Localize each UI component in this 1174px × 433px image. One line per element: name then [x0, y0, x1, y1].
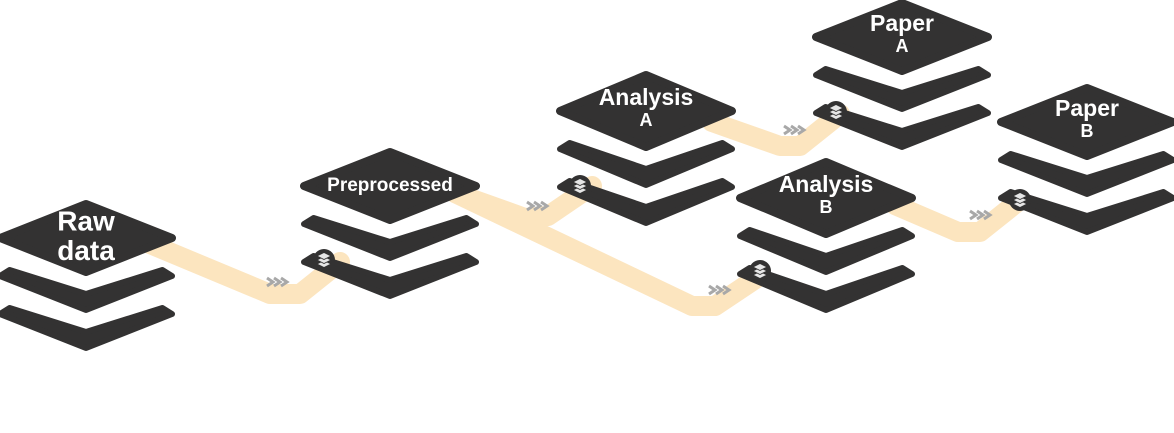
chevron-mark [783, 124, 793, 136]
pipe-path [445, 183, 770, 316]
stack-layer-2 [0, 305, 175, 351]
ports-layer [313, 101, 1031, 282]
stack-top-plate [736, 158, 916, 238]
chevron-mark [983, 209, 993, 221]
chevron-flow-icon [969, 209, 993, 221]
pipe-raw-pre [140, 234, 350, 304]
chevron-mark [280, 276, 290, 288]
pipe-path [885, 190, 1030, 242]
layers-icon [825, 101, 847, 123]
stack-top-plate [997, 84, 1174, 160]
node-title-line: Analysis [599, 84, 694, 110]
node-title-line: B [1081, 121, 1094, 141]
chevron-mark [790, 124, 800, 136]
chevron-mark [708, 284, 718, 296]
stack-top-plate [812, 0, 992, 75]
layers-icon [749, 260, 771, 282]
chevron-flow-icon [526, 200, 550, 212]
chevron-mark [722, 284, 732, 296]
chevron-flow-icon [708, 284, 732, 296]
stack-top-plate [300, 148, 480, 224]
layer-glyph [316, 252, 332, 260]
chevron-mark [540, 200, 550, 212]
chevron-mark [533, 200, 543, 212]
pipes-layer [140, 104, 1030, 316]
node-title-line: data [57, 235, 115, 266]
node-title-line: Analysis [779, 171, 874, 197]
stack-layer-1 [998, 151, 1174, 197]
layers-icon [569, 175, 591, 197]
chevron-mark [797, 124, 807, 136]
node-title-line: Preprocessed [327, 175, 453, 196]
node-pre: Preprocessed [300, 148, 480, 299]
stack-layer-1 [737, 227, 915, 275]
layer-glyph [752, 263, 768, 271]
pipe-path [140, 234, 350, 304]
layer-glyph [1012, 192, 1028, 200]
node-title-line: B [820, 197, 833, 217]
stack-layer-1 [557, 140, 735, 188]
layer-glyph [828, 104, 844, 112]
chevron-mark [969, 209, 979, 221]
node-title-line: A [640, 110, 653, 130]
chevron-flow-icon [783, 124, 807, 136]
layers-icon [313, 249, 335, 271]
stack-layer-1 [0, 267, 175, 313]
pipe-anaB-papB [885, 190, 1030, 242]
chevron-mark [273, 276, 283, 288]
node-title-line: A [896, 36, 909, 56]
stack-top-plate [556, 71, 736, 151]
chevron-mark [976, 209, 986, 221]
nodes-layer: RawdataPreprocessedAnalysisAAnalysisBPap… [0, 0, 1174, 351]
pipe-anaA-papA [702, 104, 850, 156]
chevron-flow-icon [266, 276, 290, 288]
pipe-path [702, 104, 850, 156]
node-title-line: Raw [57, 206, 115, 237]
node-title-line: Paper [870, 10, 934, 36]
chevron-mark [526, 200, 536, 212]
stack-layer-1 [301, 215, 479, 261]
chevron-mark [715, 284, 725, 296]
stack-top-plate [0, 200, 176, 276]
layers-icon [1009, 189, 1031, 211]
node-title-line: Paper [1055, 95, 1119, 121]
pipe-pre-anaB [445, 183, 770, 316]
chevron-mark [266, 276, 276, 288]
layer-glyph [572, 178, 588, 186]
stack-layer-1 [813, 66, 991, 112]
